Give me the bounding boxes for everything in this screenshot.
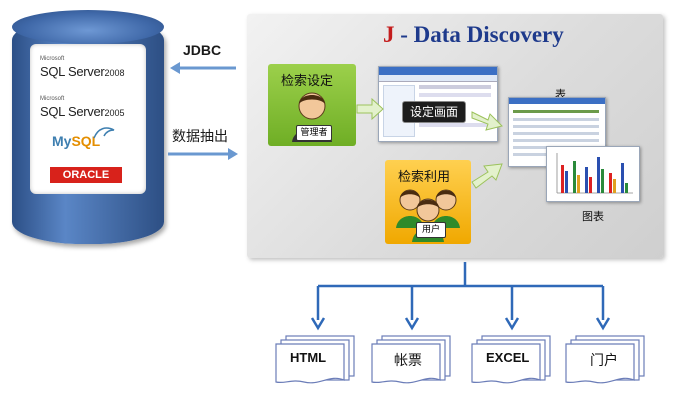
jdbc-arrow	[170, 62, 236, 74]
screen-to-table-arrow	[471, 111, 503, 131]
setting-to-screen-arrow	[356, 98, 384, 120]
settings-screen-label: 设定画面	[402, 101, 466, 123]
panel-title: J - Data Discovery	[383, 22, 564, 47]
mysql-logo: MySQL	[52, 133, 101, 149]
excel-output-stack-icon	[471, 335, 551, 384]
user-role-label: 用户	[416, 222, 446, 238]
html-output-stack-icon	[275, 335, 355, 384]
database-cylinder-top	[12, 10, 164, 44]
chart-screen-thumbnail	[546, 146, 640, 202]
output-report-label: 帐票	[394, 352, 422, 368]
mysql-dolphin-icon	[93, 127, 115, 139]
sqlserver-2008-logo: Microsoft SQL Server2008	[40, 56, 125, 79]
search-usage-title: 检索利用	[398, 170, 451, 185]
portal-output-stack-icon	[565, 335, 645, 384]
output-excel-label: EXCEL	[486, 350, 530, 365]
usage-to-table-arrow	[471, 163, 503, 189]
search-setting-title: 检索设定	[281, 74, 334, 89]
output-html-label: HTML	[290, 350, 327, 365]
jdbc-label: JDBC	[183, 42, 222, 58]
oracle-logo: ORACLE	[50, 167, 122, 183]
table-label: 表	[555, 88, 566, 101]
extract-label: 数据抽出	[172, 129, 228, 145]
output-portal-label: 门户	[590, 352, 618, 368]
sqlserver-2005-logo: Microsoft SQL Server2005	[40, 96, 125, 119]
chart-label: 图表	[582, 210, 604, 223]
extract-arrow	[168, 148, 238, 160]
report-output-stack-icon	[371, 335, 451, 384]
bar-chart-icon	[556, 153, 633, 194]
output-distribution-arrows	[310, 262, 611, 331]
admin-role-label: 管理者	[296, 125, 332, 141]
